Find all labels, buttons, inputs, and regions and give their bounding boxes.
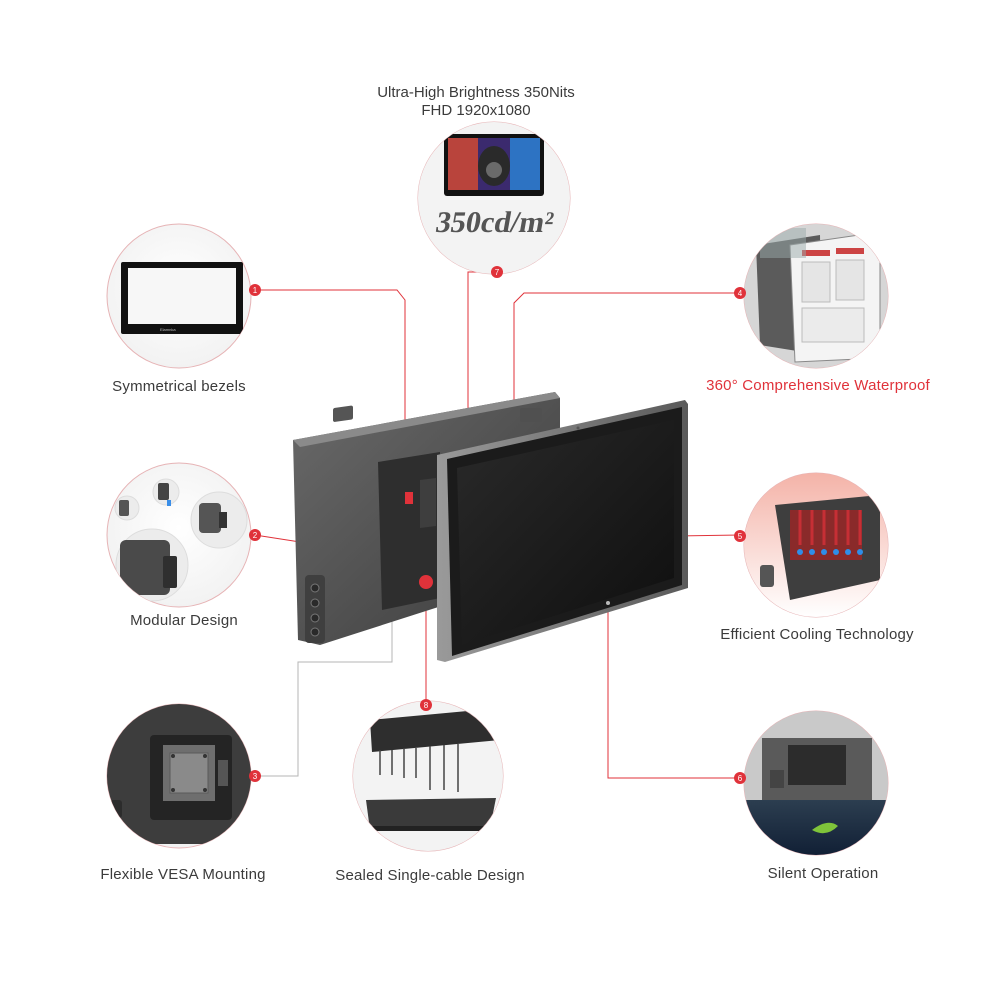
svg-text:1: 1 — [253, 286, 258, 295]
svg-text:7: 7 — [495, 268, 500, 277]
connector-6 — [607, 603, 740, 779]
waterproof-thumbnail — [744, 224, 888, 368]
svg-text:3: 3 — [253, 772, 258, 781]
feature-label-3: Flexible VESA Mounting — [100, 866, 266, 883]
feature-label-1: Symmetrical bezels — [112, 378, 246, 395]
brightness-heading-line1: Ultra-High Brightness 350Nits — [377, 84, 575, 101]
vesa-thumbnail — [107, 704, 251, 844]
badge-7: 7 — [491, 266, 503, 278]
badge-8: 8 — [420, 699, 432, 711]
svg-text:6: 6 — [738, 774, 743, 783]
feature-label-2: Modular Design — [130, 612, 238, 629]
brightness-heading-line2: FHD 1920x1080 — [421, 102, 531, 119]
svg-text:8: 8 — [424, 701, 429, 710]
side-buttons — [305, 575, 325, 643]
svg-text:4: 4 — [738, 289, 743, 298]
brightness-thumbnail: 350cd/m² — [418, 122, 570, 274]
feature-label-5: Efficient Cooling Technology — [720, 626, 914, 643]
connector-4 — [513, 292, 740, 430]
brightness-badge: 350cd/m² — [433, 205, 556, 239]
connector-1 — [255, 289, 406, 480]
badge-5: 5 — [734, 530, 746, 542]
bezel-thumbnail: Elamnka — [121, 262, 243, 334]
feature-label-8: Sealed Single-cable Design — [335, 867, 525, 884]
cooling-thumbnail — [744, 473, 888, 617]
badge-4: 4 — [734, 287, 746, 299]
badge-6: 6 — [734, 772, 746, 784]
screen-brand-mini: Elamnka — [160, 327, 176, 332]
badge-2: 2 — [249, 529, 261, 541]
modular-thumbnail — [114, 478, 248, 602]
cable-thumbnail — [353, 701, 503, 851]
brightness-heading: Ultra-High Brightness 350Nits FHD 1920x1… — [377, 84, 575, 120]
product-front-view — [437, 400, 688, 662]
feature-label-6: Silent Operation — [767, 865, 879, 882]
badge-3: 3 — [249, 770, 261, 782]
badge-1: 1 — [249, 284, 261, 296]
number-badges: 1 2 3 4 5 6 7 8 — [249, 266, 746, 784]
svg-text:2: 2 — [253, 531, 258, 540]
silent-thumbnail — [744, 711, 888, 855]
svg-text:5: 5 — [738, 532, 743, 541]
feature-label-4: 360° Comprehensive Waterproof — [706, 377, 930, 394]
